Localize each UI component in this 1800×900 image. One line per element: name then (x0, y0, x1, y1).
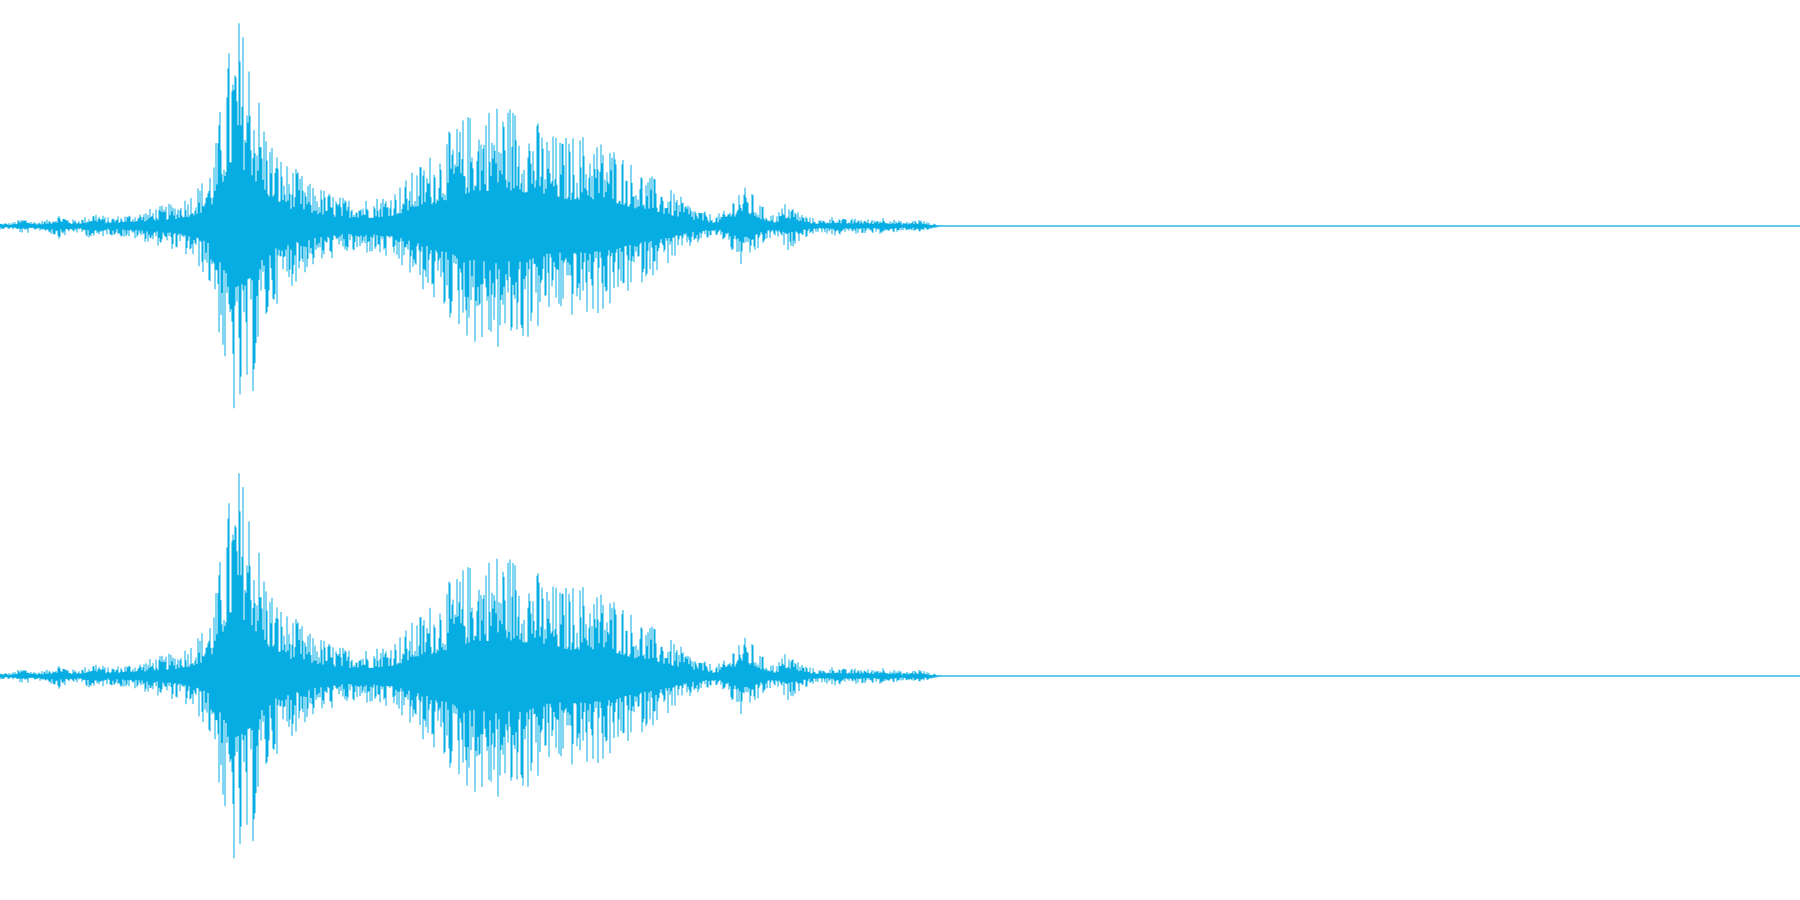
waveform-samples (0, 23, 955, 409)
waveform-channel-2[interactable] (0, 473, 1800, 859)
waveform-samples (0, 473, 955, 859)
waveform-channel-1[interactable] (0, 23, 1800, 409)
